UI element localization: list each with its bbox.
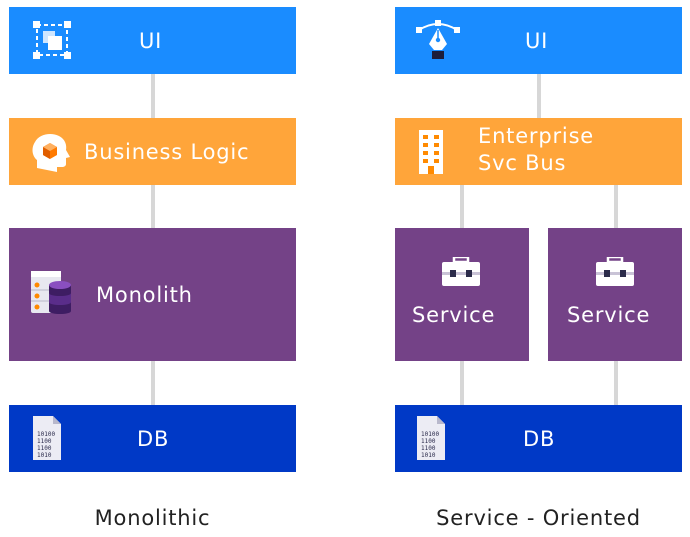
soa-service-box-2: Service (548, 228, 682, 361)
svg-text:1100: 1100 (37, 438, 52, 445)
connector-mono-logic-core (151, 185, 155, 228)
connector-soa-service1-db (460, 361, 464, 405)
layers-select-icon (33, 21, 71, 63)
mono-db-label: DB (137, 426, 170, 451)
soa-bus-label-line2: Svc Bus (478, 151, 567, 175)
svg-text:10100: 10100 (421, 431, 439, 438)
mono-logic-label: Business Logic (84, 139, 250, 164)
building-icon (417, 130, 445, 178)
soa-service-label-1: Service (412, 303, 496, 327)
svg-text:10100: 10100 (37, 431, 55, 438)
mono-caption: Monolithic (94, 506, 211, 530)
connector-soa-ui-bus (537, 74, 541, 118)
mono-ui-label: UI (139, 28, 163, 53)
connector-mono-ui-logic (151, 74, 155, 118)
connector-mono-core-db (151, 361, 155, 405)
binary-file-icon: 10100 1100 1100 1010 (417, 416, 445, 464)
soa-db-box: 10100 1100 1100 1010 DB (395, 405, 682, 472)
soa-db-label: DB (523, 426, 556, 451)
mono-logic-box: Business Logic (9, 118, 296, 185)
svg-text:1100: 1100 (421, 438, 436, 445)
connector-soa-service2-db (614, 361, 618, 405)
svg-text:1100: 1100 (421, 445, 436, 452)
soa-caption: Service - Oriented (436, 506, 641, 530)
soa-service-box-1: Service (395, 228, 529, 361)
connector-soa-bus-service1 (460, 185, 464, 228)
soa-bus-label-line1: Enterprise (478, 124, 595, 148)
soa-service-label-2: Service (567, 303, 651, 327)
svg-text:1010: 1010 (37, 452, 52, 459)
binary-file-icon: 10100 1100 1100 1010 (33, 416, 61, 464)
svg-text:1010: 1010 (421, 452, 436, 459)
server-database-icon (29, 269, 75, 321)
toolbox-icon (595, 255, 635, 291)
soa-ui-box: UI (395, 7, 682, 74)
mono-ui-box: UI (9, 7, 296, 74)
mono-core-label: Monolith (96, 282, 193, 307)
mono-core-box: Monolith (9, 228, 296, 361)
head-cube-icon (29, 130, 73, 178)
connector-soa-bus-service2 (614, 185, 618, 228)
toolbox-icon (441, 255, 481, 291)
pen-tool-icon (415, 20, 461, 66)
soa-ui-label: UI (525, 28, 549, 53)
svg-text:1100: 1100 (37, 445, 52, 452)
mono-db-box: 10100 1100 1100 1010 DB (9, 405, 296, 472)
soa-bus-box: Enterprise Svc Bus (395, 118, 682, 185)
